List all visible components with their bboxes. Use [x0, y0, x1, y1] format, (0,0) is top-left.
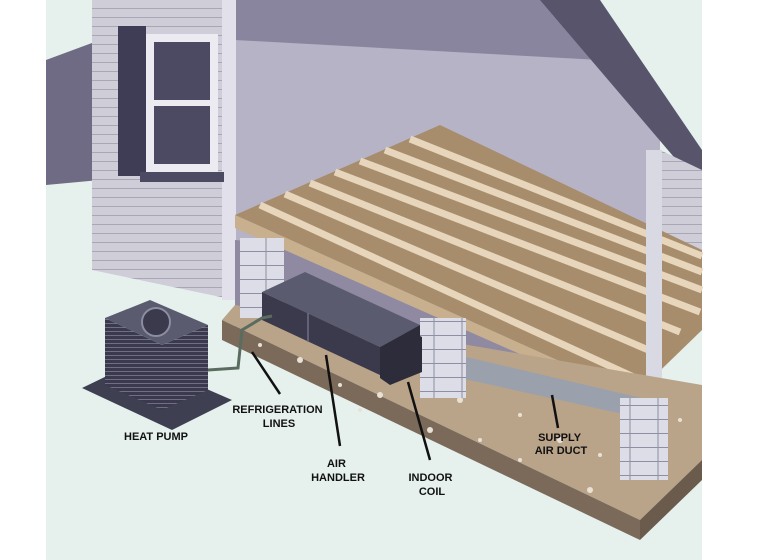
label-indoor-coil-line-2: COIL [419, 486, 446, 498]
window-pane-top [154, 42, 210, 100]
window-sill [140, 172, 224, 182]
label-heat-pump: HEAT PUMP [124, 431, 188, 443]
label-indoor-coil-line-1: INDOOR [408, 472, 452, 484]
label-heat-pump-line-1: HEAT PUMP [124, 431, 188, 443]
porch-post [646, 150, 662, 400]
label-air-handler-line-2: HANDLER [311, 472, 365, 484]
heat-pump-fan [142, 308, 170, 336]
window-pane-bottom [154, 106, 210, 164]
label-refrigeration-lines-line-2: LINES [263, 418, 295, 430]
block-pier-middle [420, 318, 466, 398]
label-supply-air-duct-line-1: SUPPLY [538, 432, 582, 444]
block-pier-right [620, 398, 668, 480]
label-supply-air-duct: SUPPLY AIR DUCT [535, 432, 588, 457]
label-refrigeration-lines-line-1: REFRIGERATION [232, 404, 322, 416]
label-supply-air-duct-line-2: AIR DUCT [535, 445, 588, 457]
window-shutter [118, 26, 146, 176]
house-shadow [46, 40, 100, 185]
label-air-handler-line-1: AIR [327, 458, 346, 470]
wall-corner-trim [222, 0, 236, 300]
